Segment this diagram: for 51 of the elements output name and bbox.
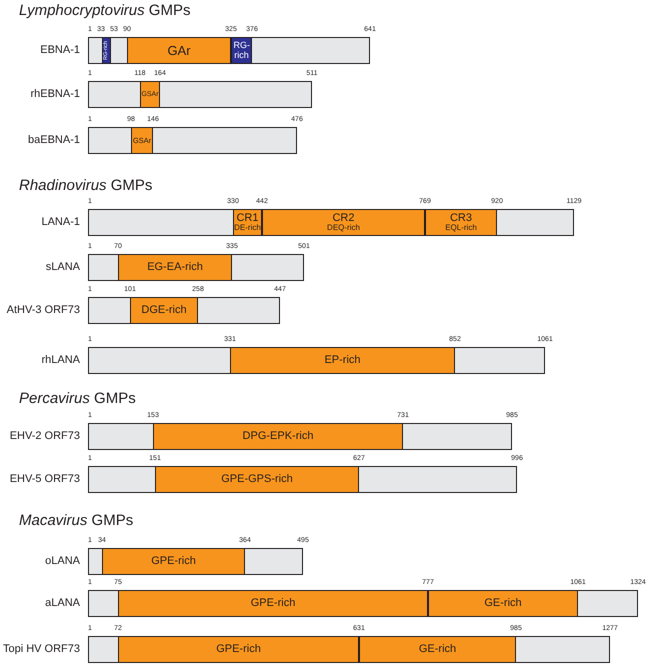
domain-label: GE-rich bbox=[418, 644, 456, 656]
domain-segment bbox=[359, 637, 516, 662]
section-heading: Rhadinovirus GMPs bbox=[19, 177, 152, 195]
protein-name: oLANA bbox=[45, 554, 80, 568]
domain-label: GPE-rich bbox=[151, 556, 196, 568]
domain-label: EQL-rich bbox=[445, 224, 477, 232]
domain-label: GPE-rich bbox=[250, 598, 296, 610]
domain-segment bbox=[140, 82, 160, 107]
domain-label: DEQ-rich bbox=[327, 224, 360, 232]
domain-label: CR3 bbox=[450, 212, 472, 224]
protein-name: baEBNA-1 bbox=[28, 134, 80, 146]
domain-segment bbox=[262, 210, 425, 235]
domain-segment bbox=[131, 128, 153, 153]
section-heading: Percavirus GMPs bbox=[19, 390, 136, 408]
domain-label: GE-rich bbox=[484, 598, 522, 610]
domain-segment bbox=[230, 348, 455, 373]
domain-segment bbox=[102, 549, 245, 574]
domain-segment bbox=[233, 210, 262, 235]
domain-label: DE-rich bbox=[234, 224, 261, 232]
rg-domain bbox=[102, 38, 111, 63]
protein-name: sLANA bbox=[46, 260, 80, 274]
domain-label: GPE-GPS-rich bbox=[221, 474, 293, 486]
domain-label: DPG-EPK-rich bbox=[242, 430, 314, 442]
domain-label: CR1 bbox=[236, 212, 258, 224]
domain-segment bbox=[153, 424, 403, 449]
protein-name: rhEBNA-1 bbox=[30, 88, 80, 100]
domain-label: RG- rich bbox=[234, 41, 250, 60]
protein-name: EHV-5 ORF73 bbox=[10, 472, 80, 486]
section-heading: Lymphocryptovirus GMPs bbox=[19, 2, 190, 20]
domain-label: GPE-rich bbox=[216, 644, 261, 656]
domain-segment bbox=[130, 298, 198, 323]
domain-label: GAr bbox=[167, 44, 191, 58]
domain-label: EP-rich bbox=[324, 354, 361, 366]
protein-name: aLANA bbox=[45, 596, 80, 610]
domain-segment bbox=[155, 467, 359, 492]
protein-name: LANA-1 bbox=[41, 216, 80, 228]
protein-name: rhLANA bbox=[41, 354, 80, 366]
domain-segment bbox=[127, 38, 231, 63]
protein-name: EHV-2 ORF73 bbox=[10, 430, 80, 442]
domain-label: EG-EA-rich bbox=[147, 262, 203, 274]
domain-segment bbox=[428, 591, 578, 616]
domain-segment bbox=[118, 637, 359, 662]
domain-segment bbox=[118, 591, 428, 616]
protein-name: Topi HV ORF73 bbox=[2, 642, 80, 656]
domain-segment bbox=[425, 210, 497, 235]
domain-segment bbox=[118, 255, 232, 280]
domain-label: DGE-rich bbox=[141, 304, 187, 316]
protein-name: AtHV-3 ORF73 bbox=[6, 304, 80, 316]
protein-name: EBNA-1 bbox=[40, 44, 80, 56]
domain-label: CR2 bbox=[332, 212, 354, 224]
section-heading: Macavirus GMPs bbox=[19, 512, 134, 530]
